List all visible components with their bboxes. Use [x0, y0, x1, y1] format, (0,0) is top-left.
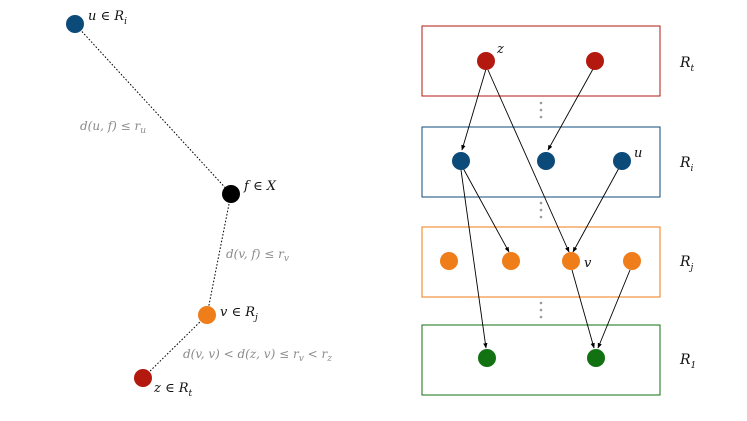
svg-text:Ri: Ri [679, 155, 694, 174]
node-u-dot [613, 152, 631, 170]
svg-text:v ∈ Rj: v ∈ Rj [220, 305, 258, 323]
node-u-label: u ∈ R [88, 9, 124, 24]
left-diagram: u ∈ Ri f ∈ X v ∈ Rj z ∈ Rt d(u, f) ≤ r u … [66, 9, 332, 399]
node-z-dot [134, 369, 152, 387]
node-j2-dot [502, 252, 520, 270]
node-f-label: f ∈ X [243, 179, 277, 194]
box-r-i-sub: i [691, 164, 694, 174]
box-r-j [421, 226, 661, 298]
node-z-label: z ∈ R [153, 381, 189, 396]
svg-text:z ∈ Rt: z ∈ Rt [153, 381, 193, 399]
arrow-j4-to-g2 [597, 269, 631, 349]
svg-text:d(v, f) ≤ rv: d(v, f) ≤ rv [226, 247, 289, 264]
node-u-dot [66, 15, 84, 33]
cond-uf: d(u, f) ≤ r [80, 119, 142, 133]
svg-text:u ∈ Ri: u ∈ Ri [88, 9, 127, 27]
node-j1-dot [440, 252, 458, 270]
node-t2-dot [586, 52, 604, 70]
ellipsis-1 [539, 101, 543, 119]
cond-vf: d(v, f) ≤ r [226, 247, 285, 261]
node-g2-dot [587, 349, 605, 367]
cond-z-sub2: z [326, 354, 332, 364]
cond-vf-sub: v [284, 254, 289, 264]
node-u-label: u [634, 146, 642, 161]
svg-text:Rt: Rt [679, 55, 695, 74]
box-r-1-label: R [679, 352, 691, 368]
arrow-t2-to-i2 [547, 68, 594, 151]
arrow-i1-to-j2 [462, 167, 510, 253]
edge-u-f [74, 23, 232, 195]
box-r-j-sub: j [689, 263, 694, 273]
svg-text:d(v, v) < d(z, v) ≤ rv < rz: d(v, v) < d(z, v) ≤ rv < rz [183, 347, 332, 364]
box-r-1-sub: 1 [691, 361, 697, 371]
svg-text:d(u, f) ≤ ru: d(u, f) ≤ ru [80, 119, 146, 136]
right-diagram: z u v Rt Ri Rj R1 [421, 25, 696, 396]
node-j4-dot [623, 252, 641, 270]
cond-uf-sub: u [140, 126, 146, 136]
node-v-dot [198, 306, 216, 324]
node-g1-dot [478, 349, 496, 367]
arrow-i1-to-g1 [460, 169, 488, 349]
node-z-dot [477, 52, 495, 70]
ellipsis-3 [539, 301, 543, 319]
edge-v-z [142, 314, 208, 379]
box-r-t-sub: t [691, 64, 695, 74]
node-u-sub: i [124, 17, 127, 27]
box-r-t-label: R [679, 55, 691, 71]
box-r-i [421, 126, 661, 198]
node-i2-dot [537, 152, 555, 170]
node-v-sub: j [253, 313, 258, 323]
node-v-dot [562, 252, 580, 270]
arrow-v-to-g2 [571, 269, 595, 349]
cond-z-mid: < r [304, 347, 329, 361]
svg-text:Rj: Rj [679, 254, 694, 273]
node-v-label: v ∈ R [220, 305, 255, 320]
node-f-dot [222, 185, 240, 203]
cond-z: d(v, v) < d(z, v) ≤ r [183, 347, 300, 361]
arrow-z-to-v [487, 69, 570, 253]
ellipsis-2 [539, 201, 543, 219]
arrow-u-to-v [572, 167, 620, 253]
edge-f-v [206, 193, 232, 316]
node-v-label: v [584, 256, 592, 271]
svg-text:R1: R1 [679, 352, 696, 371]
box-r-1 [421, 324, 661, 396]
node-i1-dot [452, 152, 470, 170]
box-r-t [421, 25, 661, 97]
cond-z-sub1: v [299, 354, 304, 364]
node-z-label: z [496, 42, 504, 57]
box-r-j-label: R [679, 254, 691, 270]
node-z-sub: t [189, 389, 193, 399]
box-r-i-label: R [679, 155, 691, 171]
arrow-z-to-i1 [461, 68, 487, 151]
